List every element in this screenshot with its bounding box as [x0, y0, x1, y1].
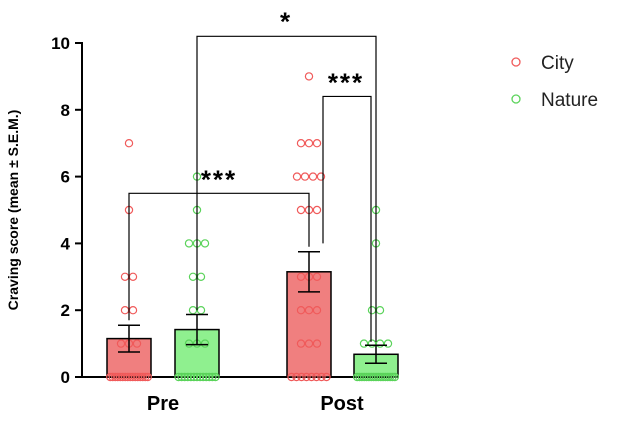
data-point: [304, 339, 314, 348]
data-point: [312, 372, 321, 382]
data-point: [124, 138, 134, 148]
data-point: [120, 306, 130, 315]
y-tick-label: 6: [61, 168, 70, 187]
data-point: [292, 372, 301, 382]
data-point: [128, 272, 138, 281]
data-point: [317, 372, 326, 382]
data-point: [132, 339, 142, 348]
data-point: [174, 372, 183, 382]
data-point: [128, 306, 138, 315]
data-point: [359, 339, 369, 348]
significance-label: ***: [201, 164, 237, 194]
data-point: [292, 172, 302, 181]
data-point: [138, 372, 147, 382]
y-axis-label: Craving score (mean ± S.E.M.): [5, 110, 21, 311]
error-bars: [118, 251, 387, 365]
data-point: [388, 372, 397, 382]
data-point: [188, 272, 198, 281]
y-tick-label: 2: [61, 301, 70, 320]
significance-label: *: [280, 6, 292, 36]
data-point: [116, 339, 126, 348]
significance-brackets: *******: [128, 6, 377, 342]
data-point: [200, 339, 210, 348]
legend-marker: [511, 57, 521, 67]
y-tick-label: 0: [61, 368, 70, 387]
data-point: [196, 306, 206, 315]
data-point: [307, 372, 316, 382]
data-point: [304, 72, 314, 81]
data-point: [296, 138, 306, 148]
data-point: [296, 306, 306, 315]
legend-label: Nature: [541, 90, 598, 111]
data-point: [296, 339, 306, 348]
y-tick-label: 10: [51, 34, 70, 53]
data-point: [205, 372, 214, 382]
legend-marker: [511, 94, 521, 104]
data-point: [141, 372, 150, 382]
data-point: [180, 372, 189, 382]
significance-bracket: [196, 35, 377, 342]
data-point: [287, 372, 296, 382]
bars: [106, 271, 399, 378]
significance-label: ***: [328, 67, 364, 97]
significance-bracket: [322, 95, 372, 342]
data-point: [304, 306, 314, 315]
data-point: [196, 272, 206, 281]
data-point: [195, 372, 205, 382]
data-point: [184, 239, 194, 248]
data-point: [312, 272, 322, 281]
data-point: [302, 372, 311, 382]
y-tick-label: 8: [61, 101, 70, 120]
data-point: [308, 172, 318, 181]
data-point: [312, 138, 322, 148]
data-point: [120, 272, 130, 281]
data-point: [208, 372, 217, 382]
data-point: [186, 372, 196, 382]
data-point: [367, 306, 377, 315]
data-points: [106, 72, 400, 382]
y-tick-label: 4: [61, 234, 71, 253]
data-point: [300, 172, 310, 181]
data-point: [322, 372, 331, 382]
data-point: [296, 272, 306, 281]
data-point: [211, 372, 220, 382]
data-point: [312, 306, 322, 315]
data-point: [375, 339, 385, 348]
data-point: [177, 372, 186, 382]
data-point: [383, 339, 393, 348]
data-point: [375, 306, 385, 315]
data-point: [297, 372, 306, 382]
data-point: [316, 172, 326, 181]
data-point: [200, 239, 210, 248]
data-point: [296, 205, 306, 215]
data-point: [189, 372, 199, 382]
data-point: [198, 372, 208, 382]
data-point: [304, 138, 314, 148]
x-category-label: Pre: [147, 393, 179, 415]
data-point: [385, 372, 395, 382]
data-point: [390, 372, 400, 382]
data-point: [312, 205, 322, 215]
data-point: [192, 372, 202, 382]
data-point: [202, 372, 211, 382]
legend-label: City: [541, 53, 574, 74]
data-point: [367, 339, 377, 348]
data-point: [143, 372, 152, 382]
data-point: [184, 339, 194, 348]
x-category-label: Post: [320, 393, 364, 415]
significance-bracket: [128, 192, 310, 321]
data-point: [188, 306, 198, 315]
data-point: [183, 372, 192, 382]
data-point: [312, 339, 322, 348]
